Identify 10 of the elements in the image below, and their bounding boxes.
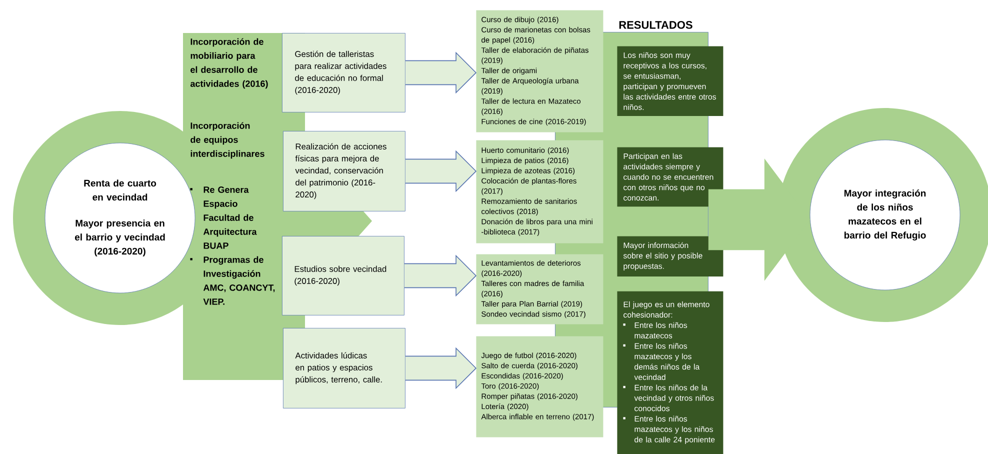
block-arrow — [404, 254, 477, 297]
action-box: Estudios sobre vecindad (2016-2020) — [282, 236, 404, 316]
block-arrow — [405, 347, 477, 390]
node-label: RESULTADOS — [619, 21, 692, 29]
block-arrow — [405, 150, 477, 192]
block-arrow — [708, 158, 810, 281]
action-box: Actividades lúdicas en patios y espacios públicos, terreno, calle. — [283, 328, 406, 408]
action-box: Gestión de talleristas para realizar actividades de educación no formal (2016-2020) — [282, 33, 406, 112]
block-arrow — [405, 52, 477, 94]
action-box: Realización de acciones físicas para mejora de vecindad, conservación del patrimonio (2016-2020) — [283, 131, 406, 212]
